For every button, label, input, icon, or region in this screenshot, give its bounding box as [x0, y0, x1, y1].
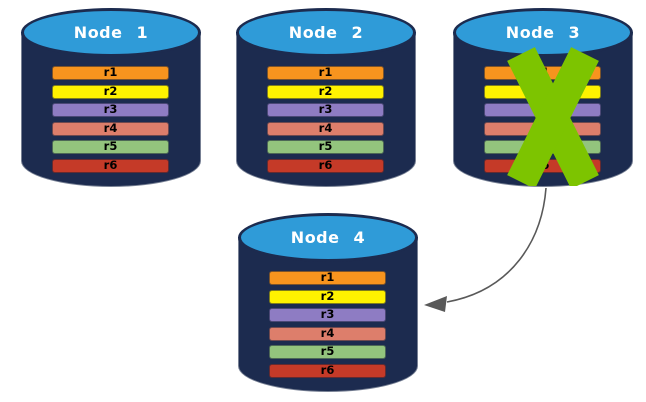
replica-label: r4 — [318, 120, 333, 135]
replica-label: r5 — [318, 139, 333, 154]
cylinder-top: Node 4 — [238, 213, 418, 262]
replica-bar-r1: r1 — [267, 66, 384, 80]
replica-bar-r5: r5 — [267, 140, 384, 154]
replica-bar-r3: r3 — [267, 103, 384, 117]
replica-bar-r4: r4 — [269, 325, 386, 341]
replica-label: r4 — [103, 120, 118, 135]
replica-bar-r1: r1 — [52, 66, 169, 80]
replica-stack: r1 r2 r3 r4 r5 r6 — [52, 66, 169, 173]
replica-label: r1 — [103, 65, 118, 80]
node-title: Node 2 — [288, 22, 364, 42]
replica-bar-r2: r2 — [267, 83, 384, 99]
replica-label: r4 — [320, 325, 335, 340]
replica-label: r6 — [318, 157, 333, 172]
replica-bar-r3: r3 — [52, 103, 169, 117]
replica-bar-r4: r4 — [267, 120, 384, 136]
replica-bar-r1: r1 — [269, 271, 386, 285]
replica-stack: r1 r2 r3 r4 r5 r6 — [269, 271, 386, 378]
node-1: Node 1 r1 r2 r3 r4 r5 r6 — [21, 8, 201, 187]
replica-label: r1 — [318, 65, 333, 80]
replica-label: r3 — [103, 102, 118, 117]
arrow-head-icon — [424, 296, 447, 312]
replica-bar-r5: r5 — [269, 345, 386, 359]
replica-label: r2 — [103, 83, 118, 98]
cylinder-top: Node 3 — [453, 8, 633, 57]
replica-bar-r4: r4 — [52, 120, 169, 136]
replica-label: r5 — [320, 344, 335, 359]
replica-bar-r3: r3 — [269, 308, 386, 322]
failure-x-icon — [507, 47, 599, 186]
replica-label: r6 — [103, 157, 118, 172]
replica-label: r3 — [318, 102, 333, 117]
cylinder-top: Node 1 — [21, 8, 201, 57]
node-title: Node 4 — [290, 227, 366, 247]
arrow-curve — [446, 187, 547, 303]
node-4: Node 4 r1 r2 r3 r4 r5 r6 — [238, 213, 418, 392]
node-title: Node 1 — [73, 22, 149, 42]
replica-bar-r2: r2 — [269, 288, 386, 304]
replica-bar-r2: r2 — [52, 83, 169, 99]
replica-label: r2 — [318, 83, 333, 98]
node-3: Node 3 r1 r2 r3 r4 r5 r6 — [453, 8, 633, 187]
replica-label: r5 — [103, 139, 118, 154]
replica-bar-r5: r5 — [52, 140, 169, 154]
replica-label: r6 — [320, 362, 335, 377]
replica-bar-r6: r6 — [267, 157, 384, 173]
node-title: Node 3 — [505, 22, 581, 42]
replica-label: r3 — [320, 307, 335, 322]
replica-label: r1 — [320, 270, 335, 285]
replica-stack: r1 r2 r3 r4 r5 r6 — [267, 66, 384, 173]
cylinder-top: Node 2 — [236, 8, 416, 57]
replica-label: r2 — [320, 288, 335, 303]
replica-bar-r6: r6 — [269, 362, 386, 378]
replica-bar-r6: r6 — [52, 157, 169, 173]
node-2: Node 2 r1 r2 r3 r4 r5 r6 — [236, 8, 416, 187]
